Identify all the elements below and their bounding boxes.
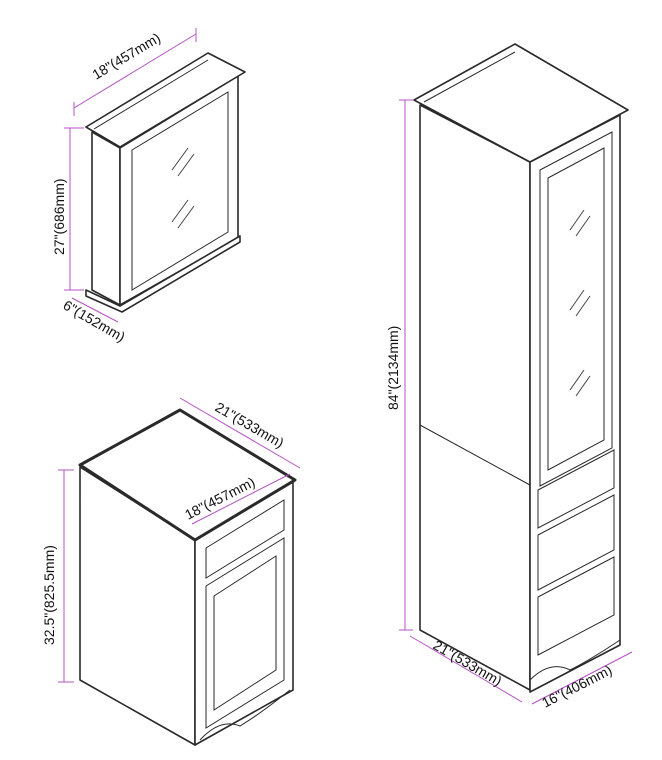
wall-cabinet-width-label: 18"(457mm) xyxy=(89,29,163,82)
base-cabinet xyxy=(78,408,297,746)
base-cabinet-height-label: 32.5"(825.5mm) xyxy=(41,545,57,645)
wall-cabinet xyxy=(85,52,246,313)
linen-tower xyxy=(413,43,629,693)
linen-tower-height-label: 84"(2134mm) xyxy=(385,326,401,410)
wall-cabinet-height-label: 27"(686mm) xyxy=(51,178,67,255)
